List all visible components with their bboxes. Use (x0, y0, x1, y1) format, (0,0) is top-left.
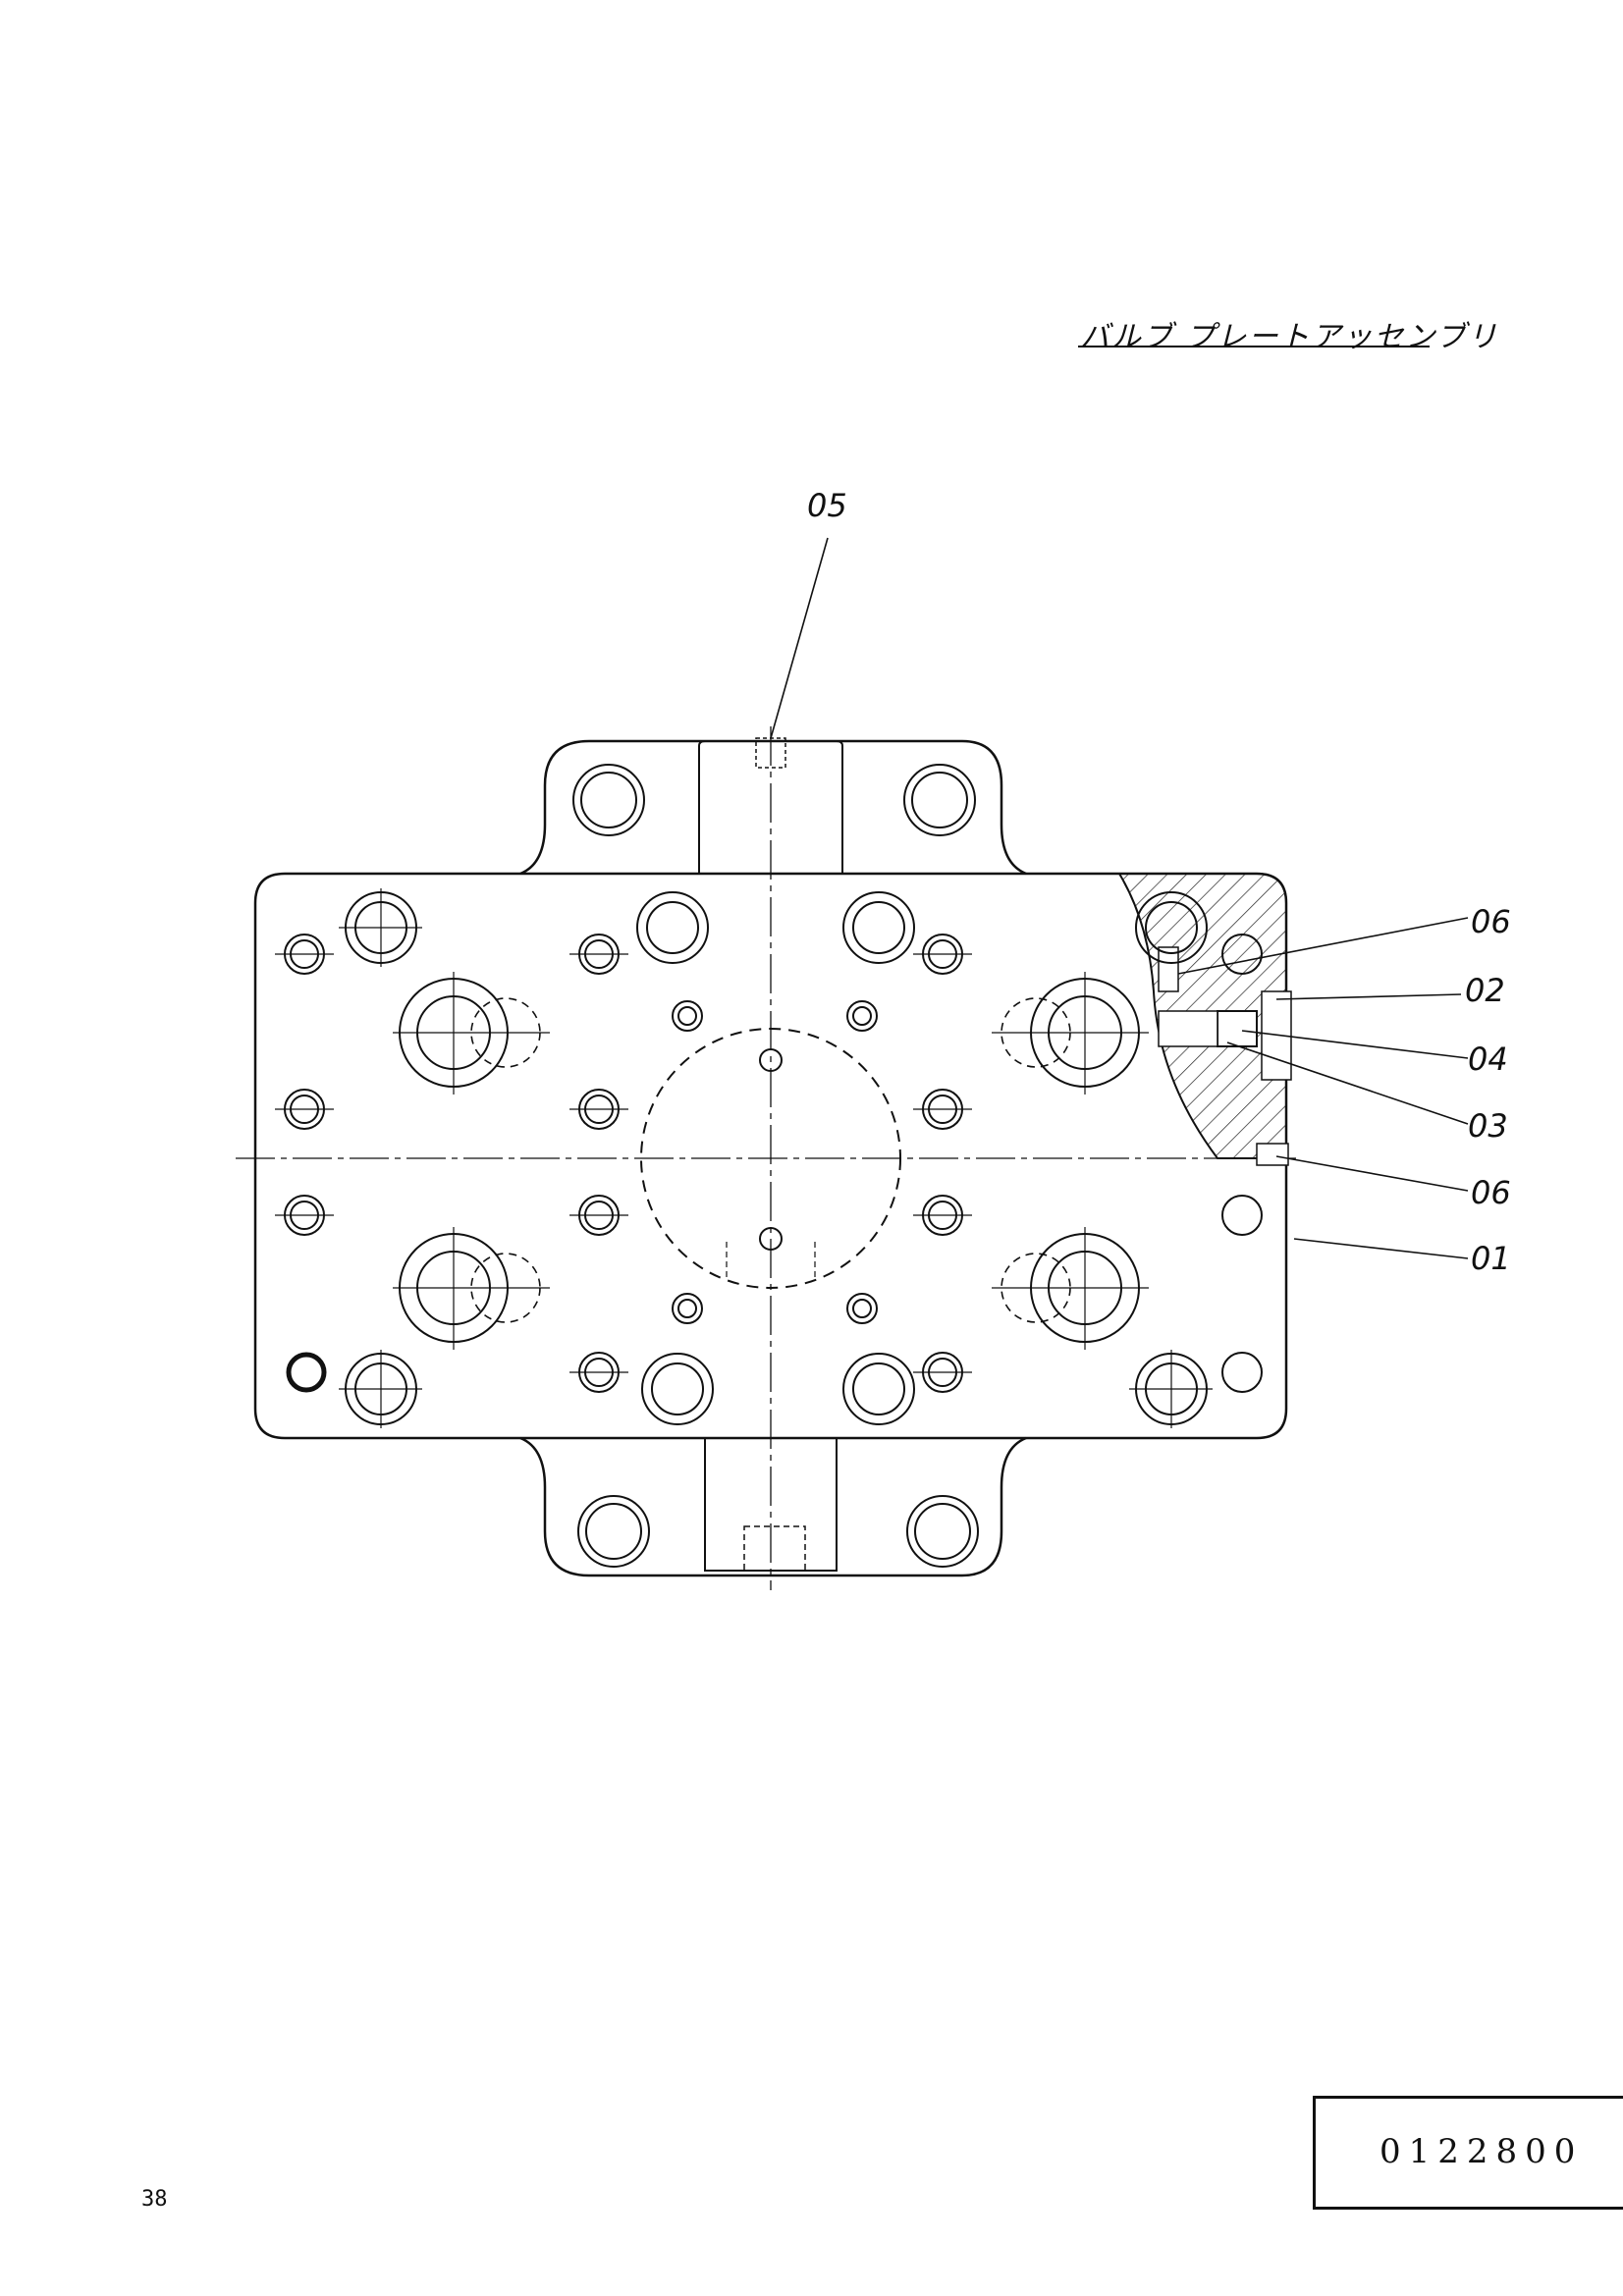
callout-06-top: 06 (1471, 903, 1511, 940)
callout-01: 01 (1471, 1240, 1511, 1277)
page-number: 38 (141, 2187, 168, 2212)
document-number: 0122800 (1380, 2132, 1584, 2171)
callout-03: 03 (1468, 1107, 1508, 1145)
bottom-plug (743, 1525, 806, 1572)
small-holes (284, 934, 1263, 1393)
callout-04: 04 (1468, 1041, 1508, 1078)
top-lug (519, 739, 1027, 876)
callout-05: 05 (807, 487, 847, 524)
bottom-lug (519, 1436, 1027, 1577)
central-port-hidden (640, 1028, 901, 1289)
bolt-holes (345, 764, 1208, 1568)
leader-lines (770, 537, 1469, 1259)
drawing-title: バルブ プレートアッセンブリ (1080, 320, 1499, 354)
title-underline (1078, 346, 1430, 347)
callout-02: 02 (1465, 972, 1505, 1009)
callout-06-bottom: 06 (1471, 1174, 1511, 1211)
document-number-box (1313, 2096, 1623, 2210)
